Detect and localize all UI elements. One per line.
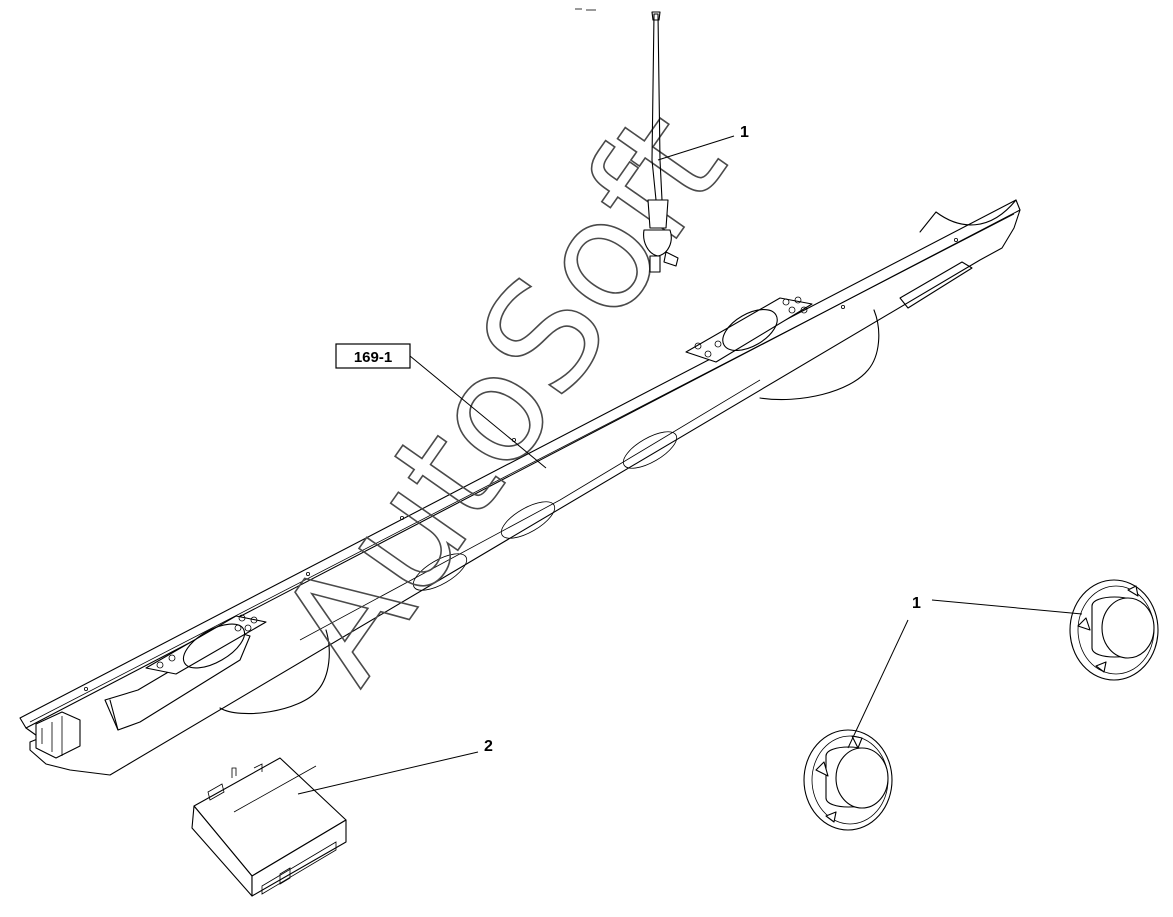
top-mark [575,8,596,11]
speaker-callout: 1 [912,595,921,612]
antenna [643,11,679,273]
radio-callout: 2 [484,738,493,755]
radio-unit [191,757,347,897]
reference-box: 169-1 [335,343,411,369]
speaker-leader-right [931,599,1083,615]
radio-leader [297,751,479,795]
reference-label: 169-1 [354,349,392,366]
speaker-right [1069,579,1159,681]
reference-leader [409,355,547,469]
antenna-callout: 1 [740,124,749,141]
overhead-console [19,199,1021,776]
antenna-leader [657,135,735,161]
speaker-leader-left [847,619,909,749]
console-grille-left [145,614,267,675]
console-grille-right [685,296,813,363]
watermark-text: AutoSoft [247,83,759,711]
speaker-left [803,729,893,831]
